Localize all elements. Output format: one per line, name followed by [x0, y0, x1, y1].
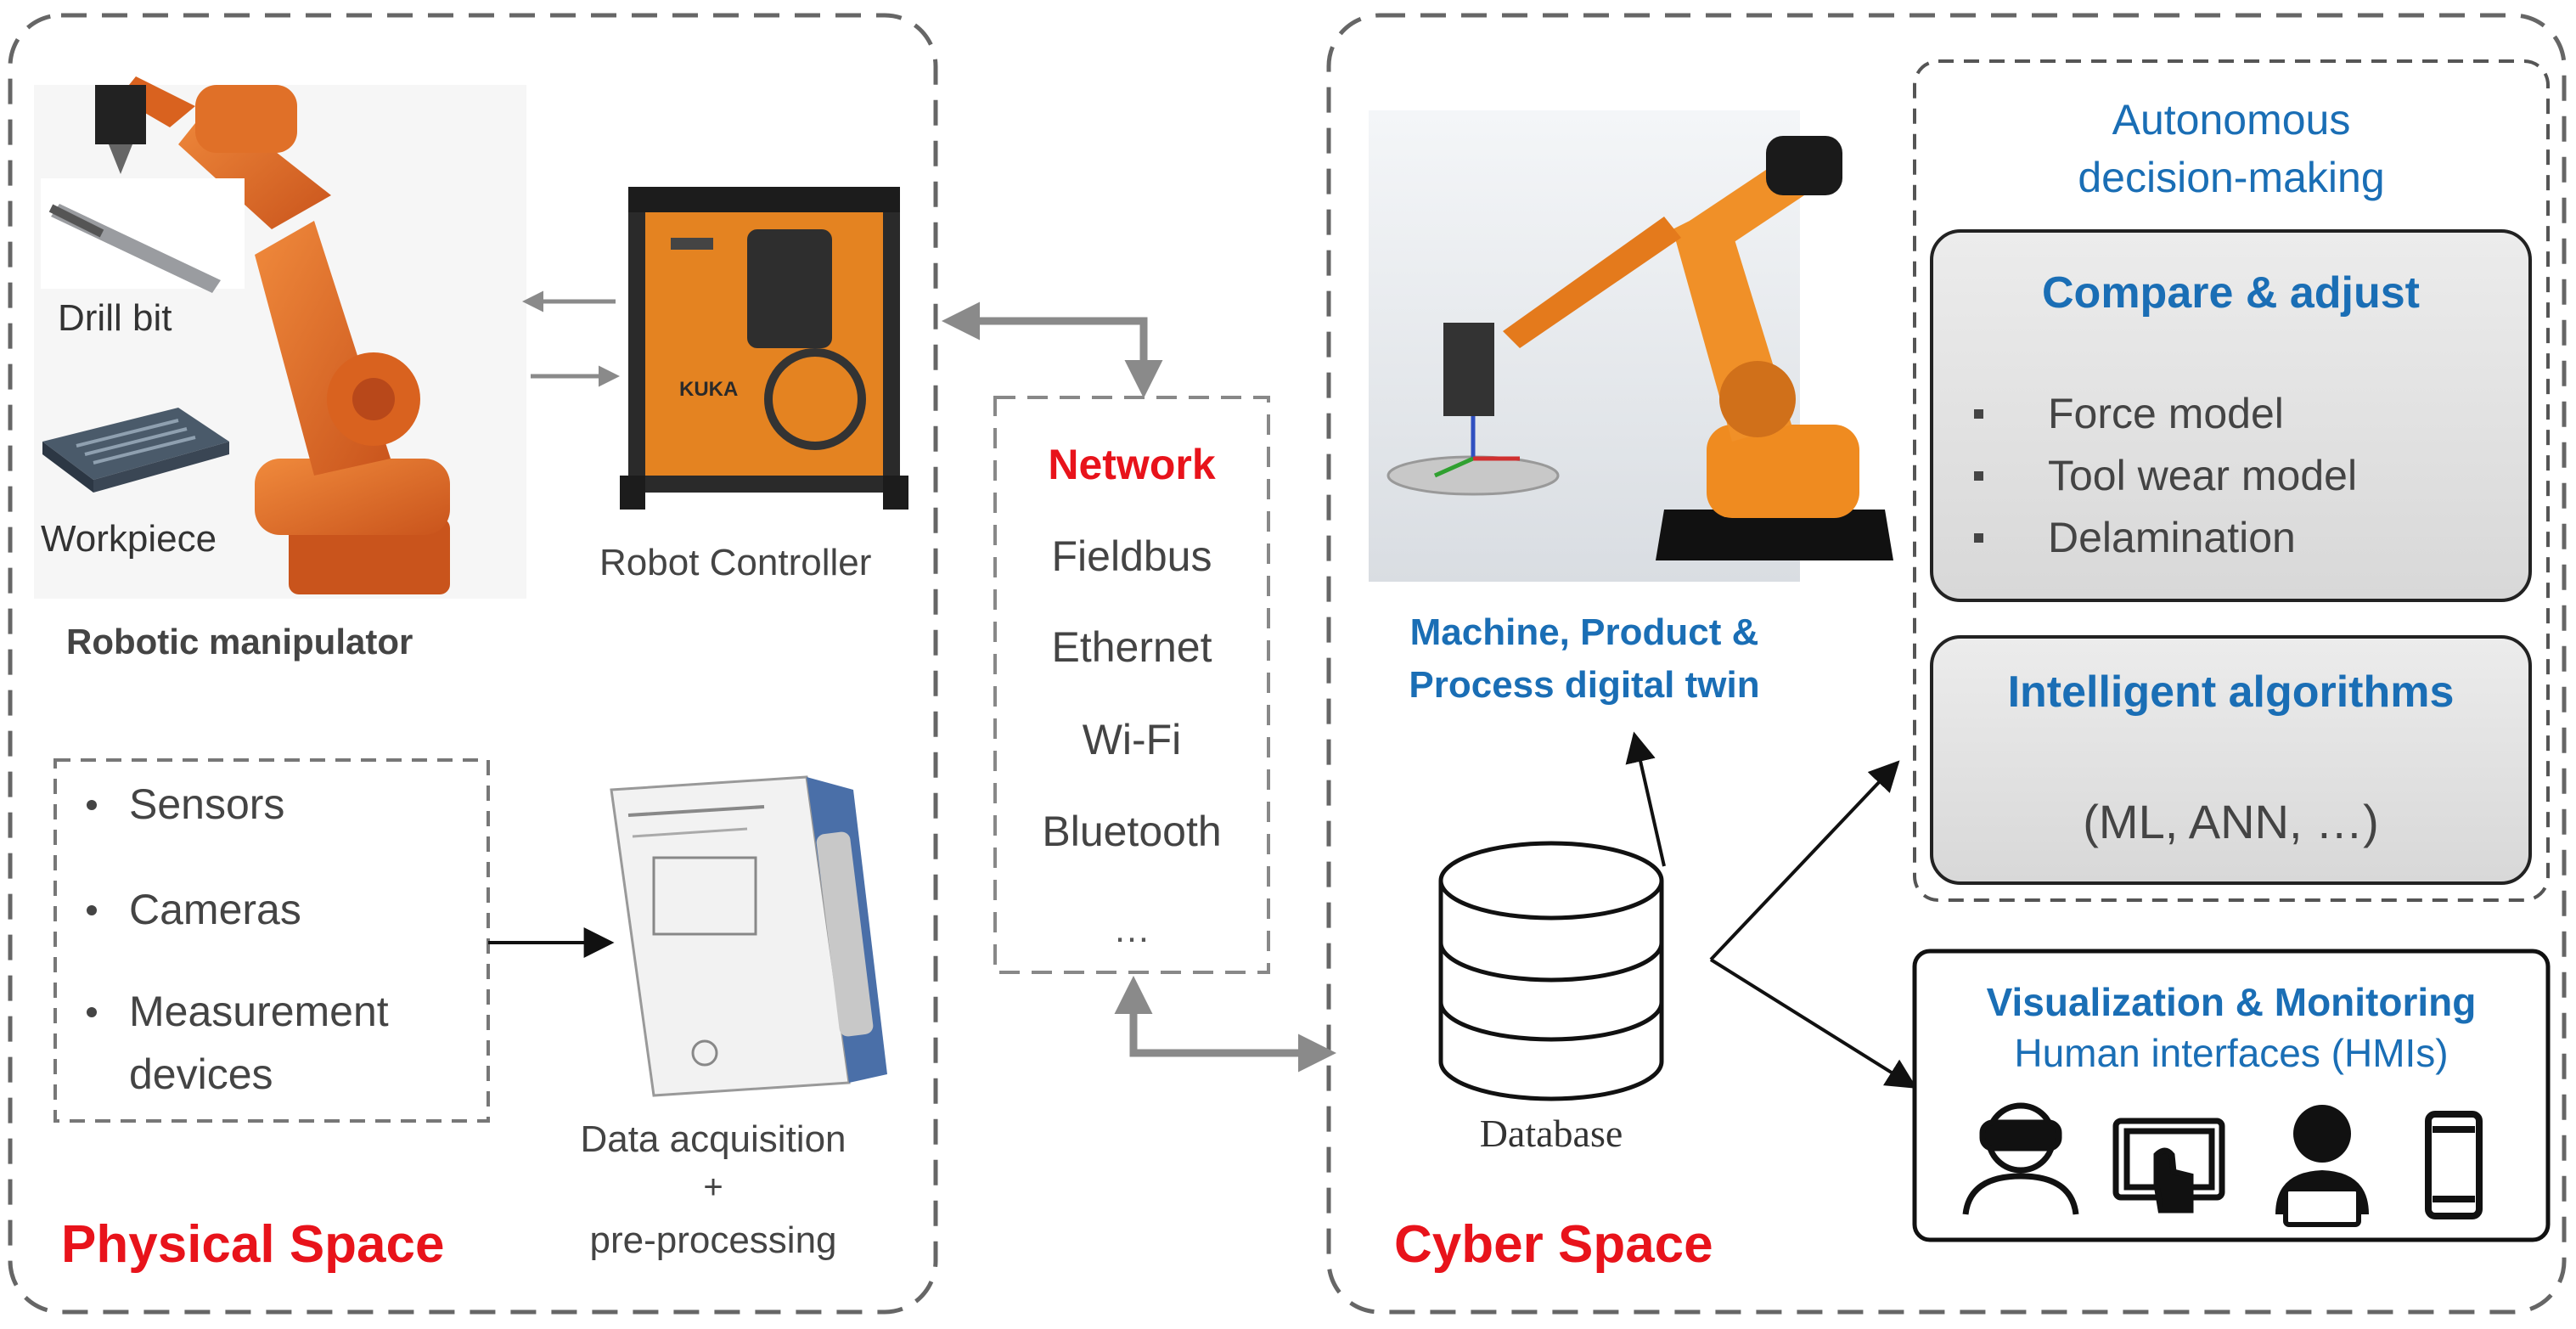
network-item-fieldbus: Fieldbus [1051, 532, 1212, 580]
bullet [1974, 533, 1983, 543]
sensor-item-measurement: Measurement [129, 988, 389, 1035]
robot-controller-label: Robot Controller [599, 542, 872, 583]
physical-space-title: Physical Space [61, 1215, 445, 1274]
controller-network-connector [942, 301, 1163, 398]
sensors-frame [53, 758, 490, 1123]
visualization-title: Visualization & Monitoring [1986, 980, 2477, 1024]
algorithms-box [1930, 635, 2532, 885]
database-to-algorithms-arrow [1709, 760, 1900, 961]
bullet [1974, 471, 1983, 481]
autonomous-label-line-1: Autonomous [2112, 96, 2351, 144]
algorithms-subtitle: (ML, ANN, …) [2083, 795, 2379, 848]
database-to-visualization-arrow [1709, 958, 1918, 1089]
daq-label-line-1: Data acquisition [580, 1118, 846, 1160]
network-item-ethernet: Ethernet [1051, 623, 1212, 671]
network-item-ellipsis: … [1113, 909, 1150, 950]
compare-item-tool-wear-model: Tool wear model [2048, 452, 2358, 499]
touchscreen-icon [2112, 1118, 2225, 1214]
autonomous-frame [1913, 59, 2550, 902]
physical-space-frame [8, 13, 938, 1315]
sensor-item-cameras: Cameras [129, 886, 301, 933]
compare-adjust-box [1930, 229, 2532, 602]
network-title: Network [1048, 441, 1216, 488]
digital-twin-image [1369, 110, 1893, 582]
drill-bit-label: Drill bit [58, 297, 172, 339]
visualization-box [1912, 949, 2551, 1242]
bullet [87, 800, 97, 810]
workpiece-image [42, 408, 229, 493]
controller-brand: KUKA [679, 378, 739, 401]
robotic-manipulator-label: Robotic manipulator [66, 622, 413, 662]
autonomous-label-line-2: decision-making [2078, 154, 2385, 201]
algorithms-title: Intelligent algorithms [2007, 667, 2455, 717]
database-label: Database [1479, 1112, 1623, 1155]
sensor-item-devices: devices [129, 1050, 273, 1098]
visualization-subtitle: Human interfaces (HMIs) [2014, 1031, 2449, 1075]
network-item-bluetooth: Bluetooth [1042, 808, 1222, 855]
robot-controller-image [620, 187, 908, 510]
workpiece-label: Workpiece [41, 518, 217, 560]
cyber-space-title: Cyber Space [1394, 1215, 1713, 1274]
bullet [87, 905, 97, 915]
digital-twin-label-line-1: Machine, Product & [1409, 611, 1759, 653]
compare-item-force-model: Force model [2048, 390, 2284, 437]
cyber-space-frame [1326, 13, 2567, 1315]
sensor-item-sensors: Sensors [129, 780, 285, 828]
database-to-twin-arrow [1625, 731, 1666, 867]
network-database-connector [1114, 976, 1336, 1073]
bullet [1974, 409, 1983, 419]
drill-bit-image [41, 178, 245, 293]
daq-label-line-2: + [703, 1169, 723, 1206]
operator-laptop-icon [2275, 1105, 2369, 1227]
daq-label-line-3: pre-processing [589, 1219, 837, 1261]
robotic-manipulator-image [34, 76, 526, 599]
digital-twin-label-line-2: Process digital twin [1409, 664, 1760, 706]
network-item-wifi: Wi-Fi [1082, 716, 1182, 763]
bullet [87, 1007, 97, 1017]
vr-headset-user-icon [1962, 1102, 2079, 1215]
compare-adjust-title: Compare & adjust [2042, 268, 2420, 318]
compare-item-delamination: Delamination [2048, 514, 2296, 561]
database-icon [1438, 841, 1664, 1101]
smartphone-icon [2425, 1111, 2483, 1219]
data-acquisition-image [610, 775, 887, 1097]
